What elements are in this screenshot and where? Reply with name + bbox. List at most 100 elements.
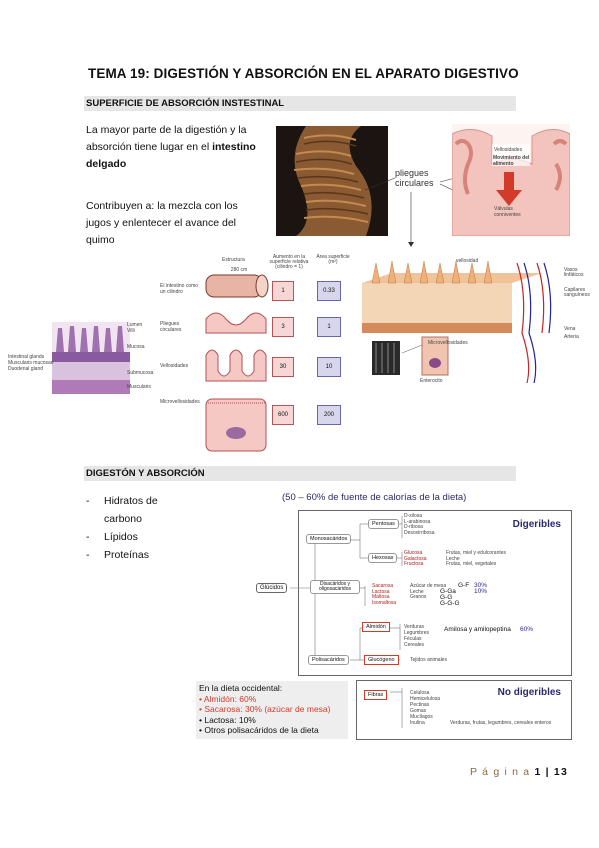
disac-comp: G-G: [440, 594, 453, 601]
disac-pct: 10%: [474, 588, 488, 595]
no-digeribles-box: No digeribles: [356, 680, 572, 740]
villus-label: vellosidad: [456, 258, 479, 264]
hexosa-source: Leche: [446, 555, 460, 562]
almidon-item: Verduras: [404, 624, 425, 630]
hexosas-list: Glucosa Galactosa Fructosa: [404, 550, 427, 568]
diet-item: • Otros polisacáridos de la dieta: [199, 725, 319, 735]
enterocyte-label: Enterocito: [420, 378, 443, 384]
lymph-label: Vasos linfáticos: [564, 267, 584, 278]
almidon-percent: 60%: [520, 626, 534, 633]
area-cell: 1: [317, 317, 341, 337]
diet-item: • Almidón: 60%: [199, 693, 257, 704]
diet-item: • Sacarosa: 30% (azúcar de mesa): [199, 704, 331, 714]
fibra-item: Hemicelulosa: [410, 696, 441, 702]
glucidos-node: Glúcidos: [256, 583, 288, 593]
monosacaridos-node: Monosacáridos: [306, 534, 352, 544]
page-footer: P á g i n a 1 | 13: [470, 766, 568, 778]
histo-label: Intestinal glands: [8, 354, 45, 360]
diet-item: • Lactosa: 10%: [199, 714, 256, 725]
footer-label: P á g i n a: [470, 766, 531, 778]
fibra-item: Mucílagos: [410, 714, 433, 720]
hexosa-source: Frutas, miel y edulcorantes: [446, 550, 507, 556]
nutrient-list: -Hidratos de carbono -Lípidos -Proteínas: [86, 492, 196, 564]
disac-source: Leche: [410, 588, 424, 595]
intestine-photo: [276, 126, 388, 236]
area-cell: 10: [317, 357, 341, 377]
capillary-label: Capilares sanguíneos: [564, 287, 590, 298]
para-text: absorción tiene lugar en el: [86, 141, 213, 153]
hexosas-sources: Frutas, miel y edulcorantes Leche Frutas…: [446, 550, 507, 568]
bold-term: delgado: [86, 158, 127, 170]
almidon-item: Cereales: [404, 642, 425, 648]
villi-label: Vellosidades: [494, 147, 523, 153]
diet-item-text: Sacarosa: 30% (azúcar de mesa): [204, 704, 331, 714]
disac-item: Isomaltosa: [372, 599, 397, 606]
histo-label: Muscularis mucosae: [8, 360, 54, 366]
surface-table: Estructura Aumento en la superficie rela…: [160, 253, 355, 453]
histo-label: Muscularis: [127, 384, 151, 390]
no-digeribles-label: No digeribles: [497, 687, 561, 698]
pentosa-item: L-arabinosa: [404, 518, 431, 525]
list-item-continued: carbono: [104, 513, 142, 525]
list-item-text: Lípidos: [104, 531, 138, 543]
histology-image: [52, 322, 130, 394]
glucogeno-source: Tejidos animales: [410, 657, 447, 663]
increase-cell: 3: [272, 317, 294, 337]
histology-labels-right: Lumen Villi Mucosa Submucosa Muscularis: [127, 322, 161, 390]
list-item: -Lípidos: [86, 531, 138, 543]
almidon-item: Legumbres: [404, 630, 430, 636]
page-number: 1: [534, 766, 542, 778]
almidon-list: Verduras Legumbres Féculas Cereales: [404, 624, 429, 648]
bold-term: intestino: [212, 141, 256, 153]
histo-label: Submucosa: [127, 370, 154, 376]
pentosa-item: Desoxirribosa: [404, 529, 435, 536]
section-heading-digestion: DIGESTÓN Y ABSORCIÓN: [84, 466, 516, 481]
para-line: delgado: [86, 156, 276, 173]
glucogeno-node: Glucógeno: [364, 655, 399, 665]
disac-item: Sacarosa: [372, 583, 394, 589]
chart-connectors: [290, 516, 403, 728]
fibras-source: Verduras, frutas, legumbres, cereales en…: [450, 720, 552, 726]
list-item: -Hidratos de: [86, 495, 158, 507]
disac-percent: 30% 10%: [474, 582, 488, 595]
para-line: Contribuyen a: la mezcla con los: [86, 200, 238, 212]
pliegues-label: pliegues circulares: [395, 168, 434, 188]
villus-microvilli-diagram: [362, 260, 552, 383]
fibra-item: Gomas: [410, 708, 427, 714]
disac-item: Maltosa: [372, 594, 390, 600]
movement-label: Movimiento del alimento: [493, 155, 530, 167]
disac-comp: G-Ga: [440, 588, 456, 595]
polisacaridos-node: Polisacáridos: [308, 655, 349, 665]
fibra-item: Celulosa: [410, 690, 430, 696]
structure-drawings: [205, 274, 269, 452]
histo-label: Villi: [127, 328, 135, 334]
diet-item-text: Almidón: 60%: [203, 693, 257, 704]
diet-title: En la dieta occidental:: [199, 683, 283, 693]
vein-label: Vena: [564, 326, 576, 332]
disac-source: Granos: [410, 594, 427, 600]
fibra-item: Pectinas: [410, 702, 430, 708]
area-cell: 0.33: [317, 281, 341, 301]
row-structure-label: El intestino como un cilindro: [160, 283, 199, 295]
almidon-node: Almidón: [362, 622, 390, 632]
disac-pct: 30%: [474, 582, 488, 589]
chart-title: (50 – 60% de fuente de calorías de la di…: [282, 492, 467, 503]
disacaridos-node: Disacáridos y oligosacáridos: [310, 580, 360, 594]
contribute-paragraph: Contribuyen a: la mezcla con los jugos y…: [86, 198, 276, 249]
histo-label: Duodenal gland: [8, 366, 44, 372]
artery-label: Arteria: [564, 334, 579, 340]
disac-composition: G-F G-Ga G-G G-G-G: [440, 582, 469, 607]
almidon-note: Amilosa y amilopeptina: [444, 626, 511, 633]
width-label: 280 cm: [230, 267, 248, 273]
disac-comp: G-G-G: [440, 600, 460, 607]
western-diet-box: En la dieta occidental: • Almidón: 60% •…: [196, 681, 348, 739]
histo-label: Lumen: [127, 322, 143, 328]
histology-labels-left: Intestinal glands Muscularis mucosae Duo…: [8, 354, 54, 372]
disac-sources: Azúcar de mesa Leche Granos: [410, 583, 446, 601]
disac-item: Lactosa: [372, 588, 390, 595]
fibras-node: Fibras: [364, 690, 388, 700]
para-line: La mayor parte de la digestión y la: [86, 124, 247, 136]
increase-cell: 30: [272, 357, 294, 377]
pentosas-list: D-xilosa L-arabinosa D-ribosa Desoxirrib…: [404, 513, 435, 536]
increase-cell: 600: [272, 405, 294, 425]
